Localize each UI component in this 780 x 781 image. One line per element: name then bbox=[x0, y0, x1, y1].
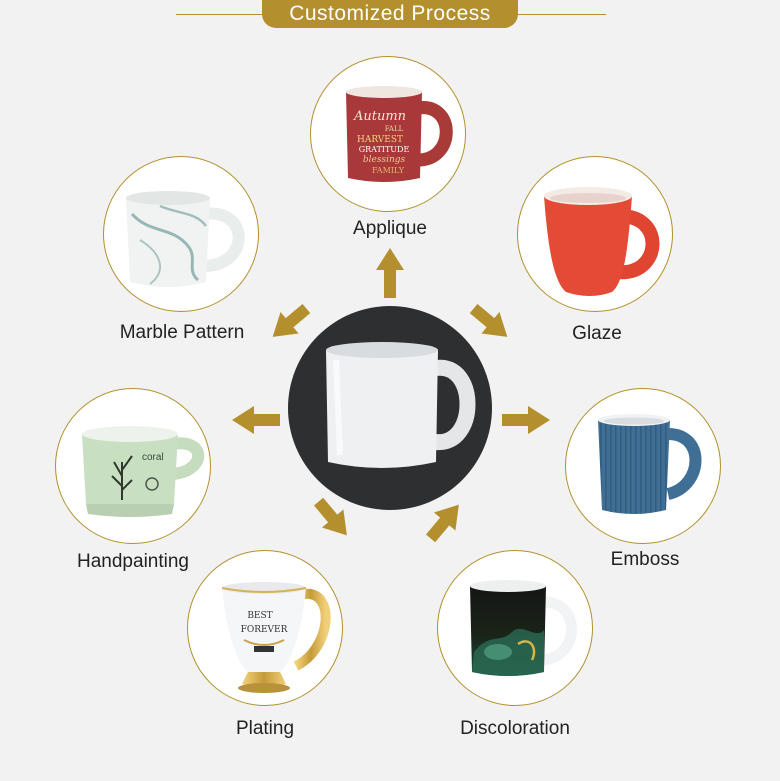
arrows bbox=[232, 248, 550, 543]
label-marble: Marble Pattern bbox=[119, 322, 245, 343]
discoloration-mug-icon bbox=[470, 580, 577, 676]
handpainting-mug-icon: coral bbox=[82, 426, 205, 517]
handpainting-mug-text: coral bbox=[142, 452, 164, 463]
plating-mug-icon: BEST FOREVER bbox=[221, 582, 331, 693]
label-plating: Plating bbox=[235, 718, 295, 739]
applique-mug-text-1: Autumn bbox=[353, 109, 406, 124]
label-applique: Applique bbox=[353, 218, 427, 239]
applique-mug-text-5: blessings bbox=[363, 155, 406, 165]
arrow-left-icon bbox=[232, 406, 280, 434]
label-discoloration: Discoloration bbox=[460, 718, 570, 739]
glaze-mug-icon bbox=[544, 187, 660, 296]
arrow-up-right-icon bbox=[469, 303, 508, 337]
label-glaze: Glaze bbox=[572, 323, 622, 344]
arrow-right-icon bbox=[502, 406, 550, 434]
header-line-right bbox=[514, 14, 606, 15]
page-title: Customized Process bbox=[262, 0, 518, 28]
applique-mug-text-2: FALL bbox=[385, 125, 404, 133]
arrow-down-right-icon bbox=[425, 504, 459, 543]
applique-mug-icon: Autumn FALL HARVEST GRATITUDE blessings … bbox=[346, 86, 453, 182]
applique-mug-text-6: FAMILY bbox=[372, 166, 405, 175]
label-handpainting: Handpainting bbox=[77, 551, 189, 572]
emboss-mug-icon bbox=[598, 414, 702, 514]
applique-mug-text-3: HARVEST bbox=[357, 135, 403, 145]
label-emboss: Emboss bbox=[610, 549, 680, 570]
plating-mug-text-1: BEST bbox=[247, 611, 272, 621]
plating-mug-text-2: FOREVER bbox=[241, 625, 288, 635]
marble-mug-icon bbox=[126, 191, 245, 287]
center-mug-icon bbox=[326, 342, 476, 468]
header-line-left bbox=[176, 14, 266, 15]
arrow-down-left-icon bbox=[313, 497, 347, 536]
arrow-up-left-icon bbox=[272, 303, 311, 337]
arrow-up-icon bbox=[376, 248, 404, 298]
applique-mug-text-4: GRATITUDE bbox=[359, 145, 410, 154]
